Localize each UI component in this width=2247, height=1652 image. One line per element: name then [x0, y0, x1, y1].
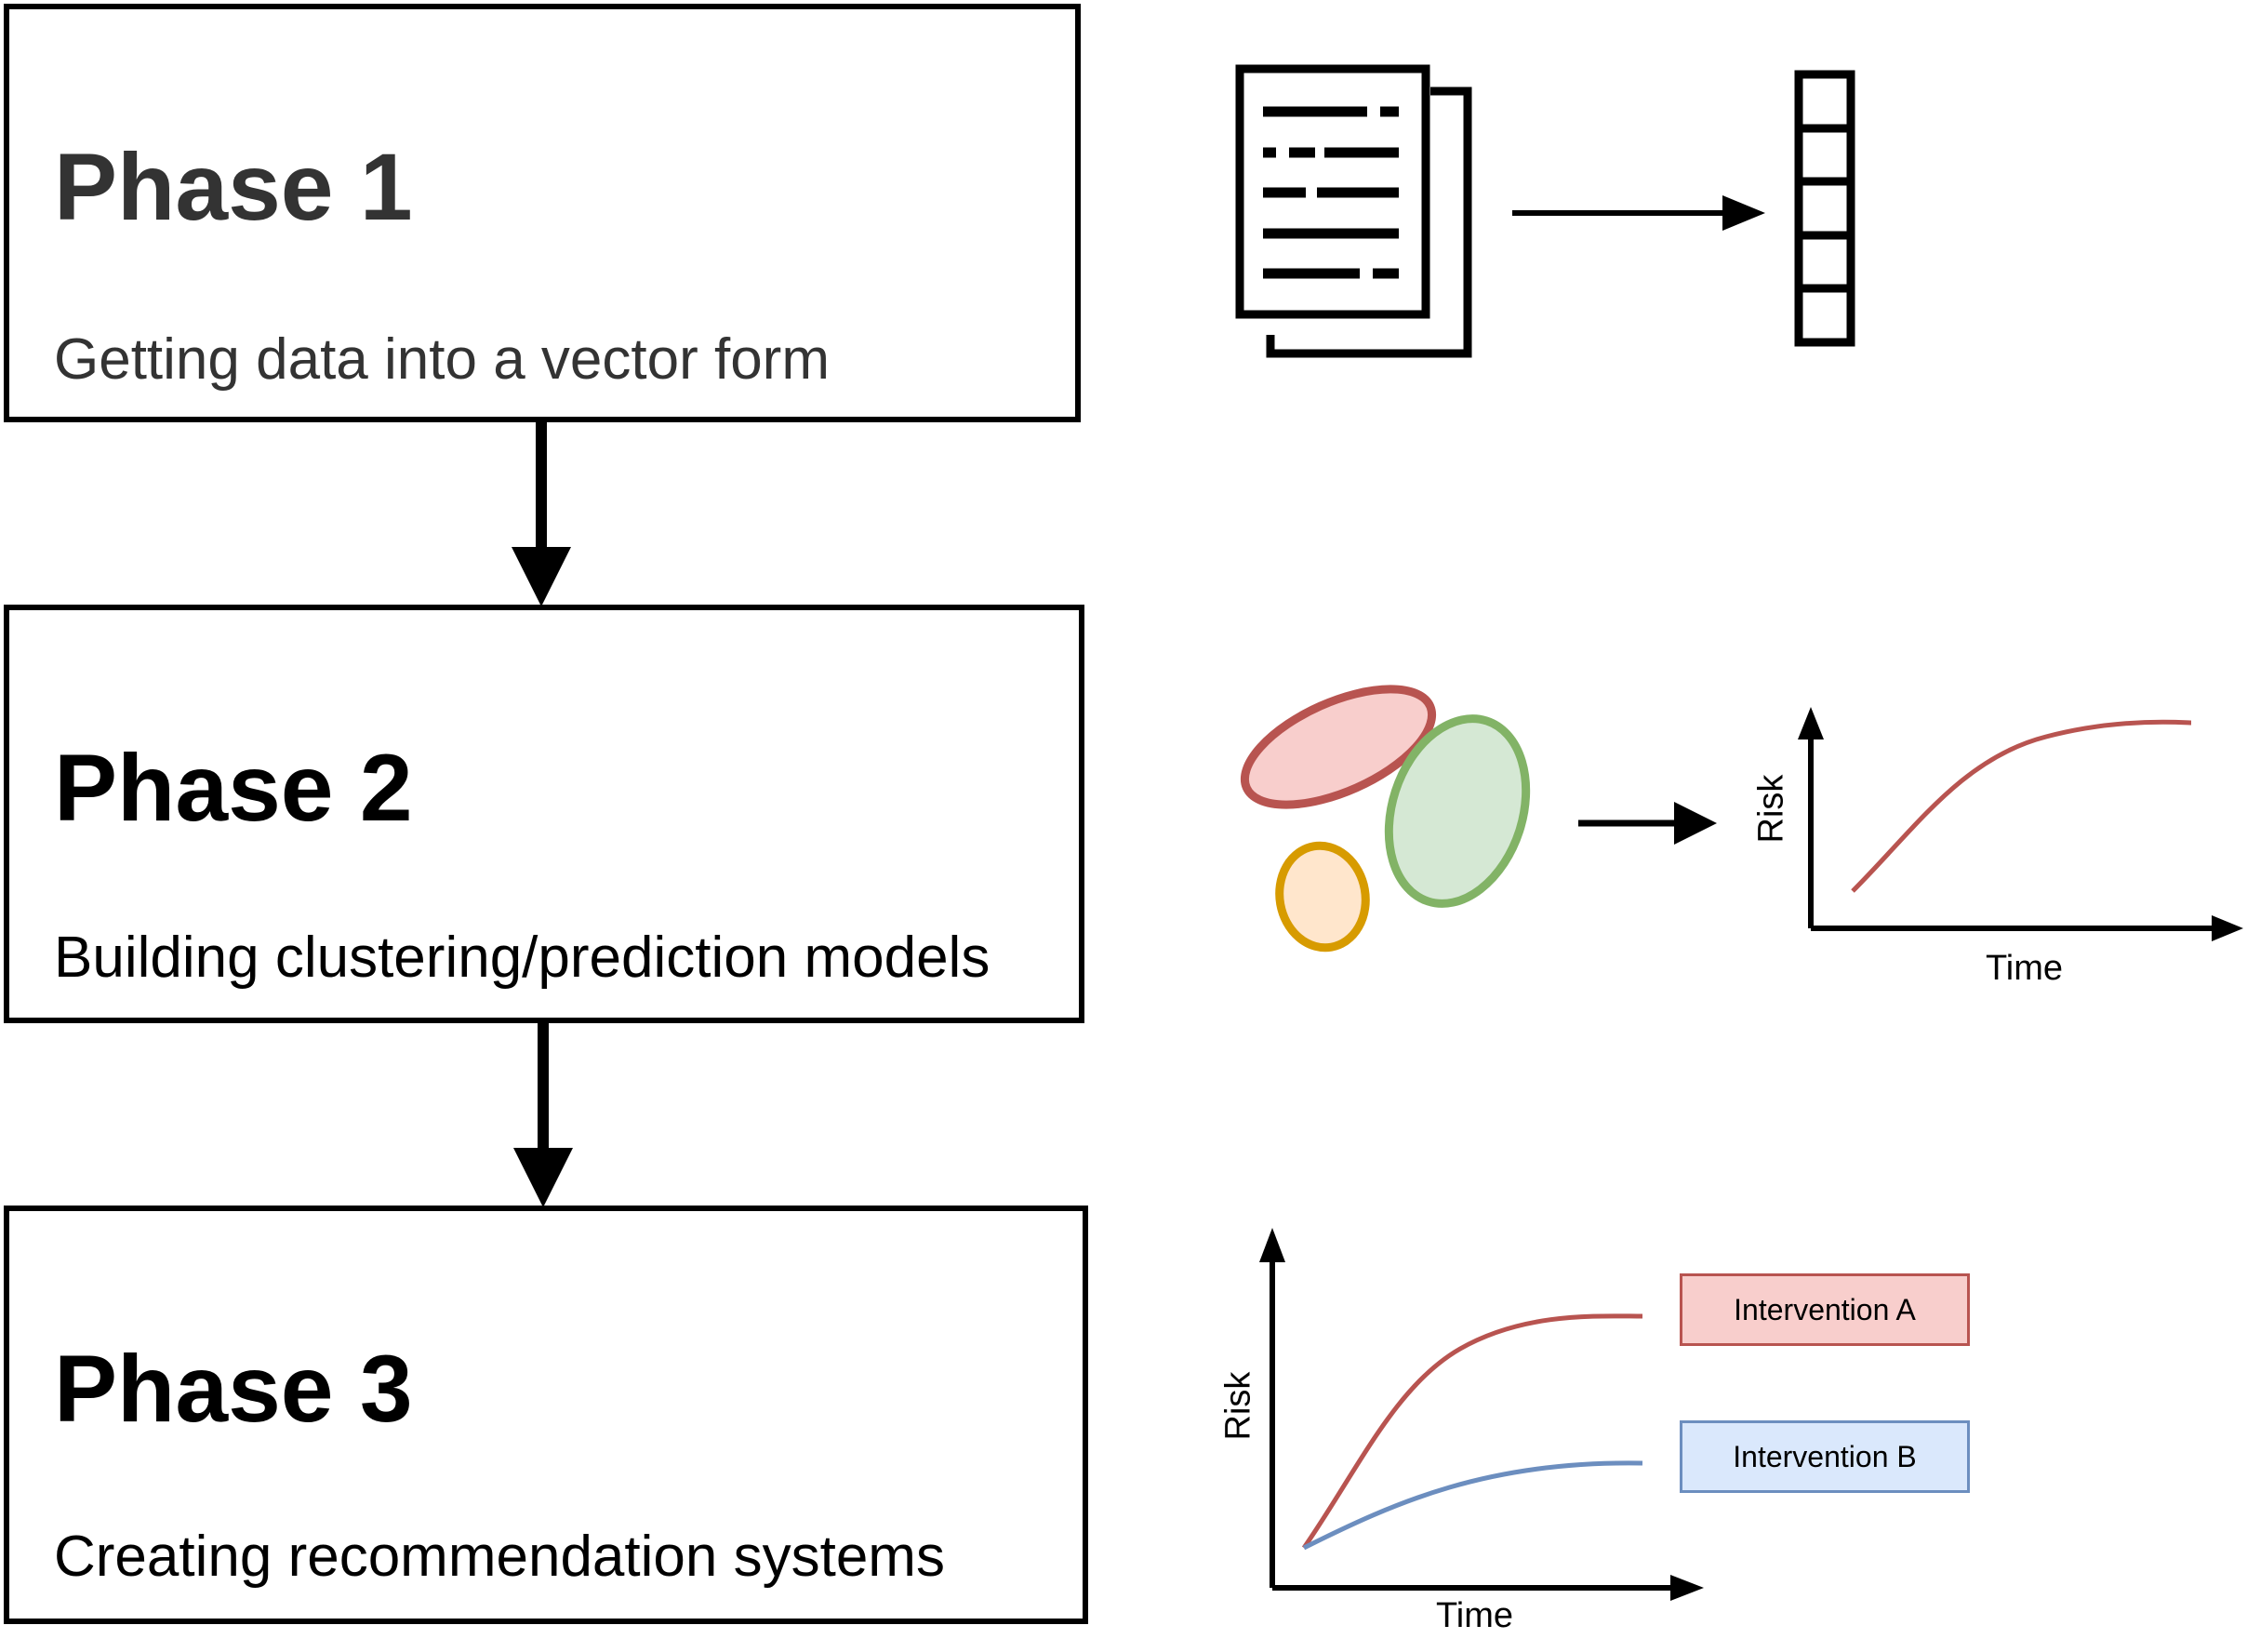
- phase-2-y-axis-label: Risk: [1751, 774, 1791, 844]
- phase-3-y-axis-label: Risk: [1218, 1371, 1258, 1441]
- documents-icon: [1235, 64, 1472, 358]
- phase-2-risk-graph: [1798, 707, 2243, 941]
- phase-2-box: Phase 2 Building clustering/prediction m…: [4, 605, 1084, 1023]
- intervention-b-legend: Intervention B: [1680, 1420, 1970, 1493]
- intervention-a-legend: Intervention A: [1680, 1273, 1970, 1346]
- phase-2-title: Phase 2: [54, 735, 413, 841]
- phase-3-x-axis-label: Time: [1436, 1596, 1514, 1635]
- phase-2-description: Building clustering/prediction models: [54, 926, 991, 990]
- phase-2-arrow-icon: [1578, 802, 1717, 845]
- vector-icon: [1794, 70, 1855, 347]
- phase-1-box: Phase 1 Getting data into a vector form: [4, 4, 1081, 422]
- red-cluster: [1240, 685, 1437, 809]
- orange-cluster: [1275, 841, 1370, 953]
- phase-3-risk-graph: [1259, 1228, 1704, 1601]
- intervention-a-label: Intervention A: [1734, 1292, 1916, 1326]
- intervention-b-label: Intervention B: [1733, 1439, 1917, 1473]
- phase-3-title: Phase 3: [54, 1336, 413, 1442]
- flow-arrow-2-to-3: [513, 1023, 573, 1207]
- phase-1-description: Getting data into a vector form: [54, 327, 830, 392]
- green-cluster: [1384, 714, 1531, 908]
- phase-1-title: Phase 1: [54, 134, 413, 240]
- intervention-a-curve: [1301, 1313, 1643, 1550]
- phase-3-box: Phase 3 Creating recommendation systems: [4, 1206, 1088, 1624]
- phase-3-description: Creating recommendation systems: [54, 1525, 945, 1589]
- phase-2-x-axis-label: Time: [1986, 949, 2064, 988]
- phase-2-risk-curve: [1851, 719, 2192, 893]
- intervention-b-curve: [1302, 1460, 1643, 1551]
- arrow-right-icon: [1512, 195, 1765, 231]
- flow-arrow-1-to-2: [512, 422, 571, 606]
